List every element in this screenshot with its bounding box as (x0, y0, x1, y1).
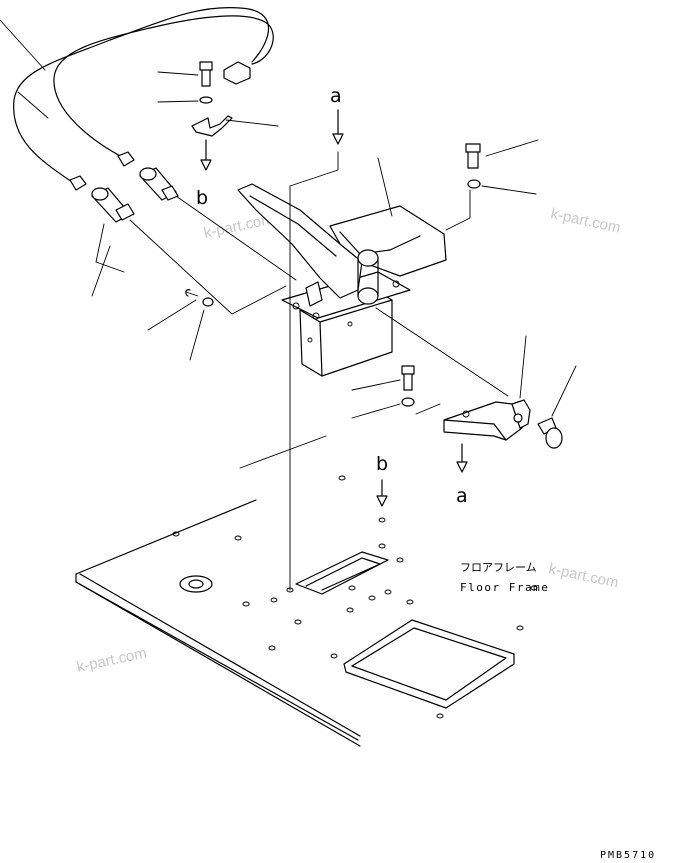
lower-bolt-bracket (351, 307, 577, 449)
wire-harness (0, 6, 274, 191)
watermark-2: k-part.com (549, 205, 622, 236)
right-bolt-washer (465, 139, 539, 195)
reference-a-bottom: a (456, 443, 468, 507)
watermark-3: k-part.com (547, 560, 620, 591)
bolt-washer-clip-b (157, 61, 279, 171)
floor-frame-label-jp: フロアフレーム (460, 561, 537, 574)
floor-frame (75, 435, 538, 747)
reference-b-top: b (196, 187, 208, 209)
sensors (91, 167, 179, 297)
reference-a-top: a (289, 85, 344, 591)
leader-lines (129, 195, 297, 361)
label-a-bottom: a (456, 485, 468, 507)
watermark-4: k-part.com (75, 645, 148, 676)
drawing-code: PMB5710 (600, 850, 656, 861)
floor-frame-label-en: Floor Frame (460, 581, 549, 594)
pedal-switch-assembly (237, 157, 471, 377)
label-a-top: a (330, 85, 342, 107)
reference-b-bottom: b (376, 453, 388, 507)
label-b-top: b (196, 187, 208, 209)
floor-frame-caption: フロアフレーム Floor Frame (460, 561, 549, 594)
label-b-bottom: b (376, 453, 388, 475)
